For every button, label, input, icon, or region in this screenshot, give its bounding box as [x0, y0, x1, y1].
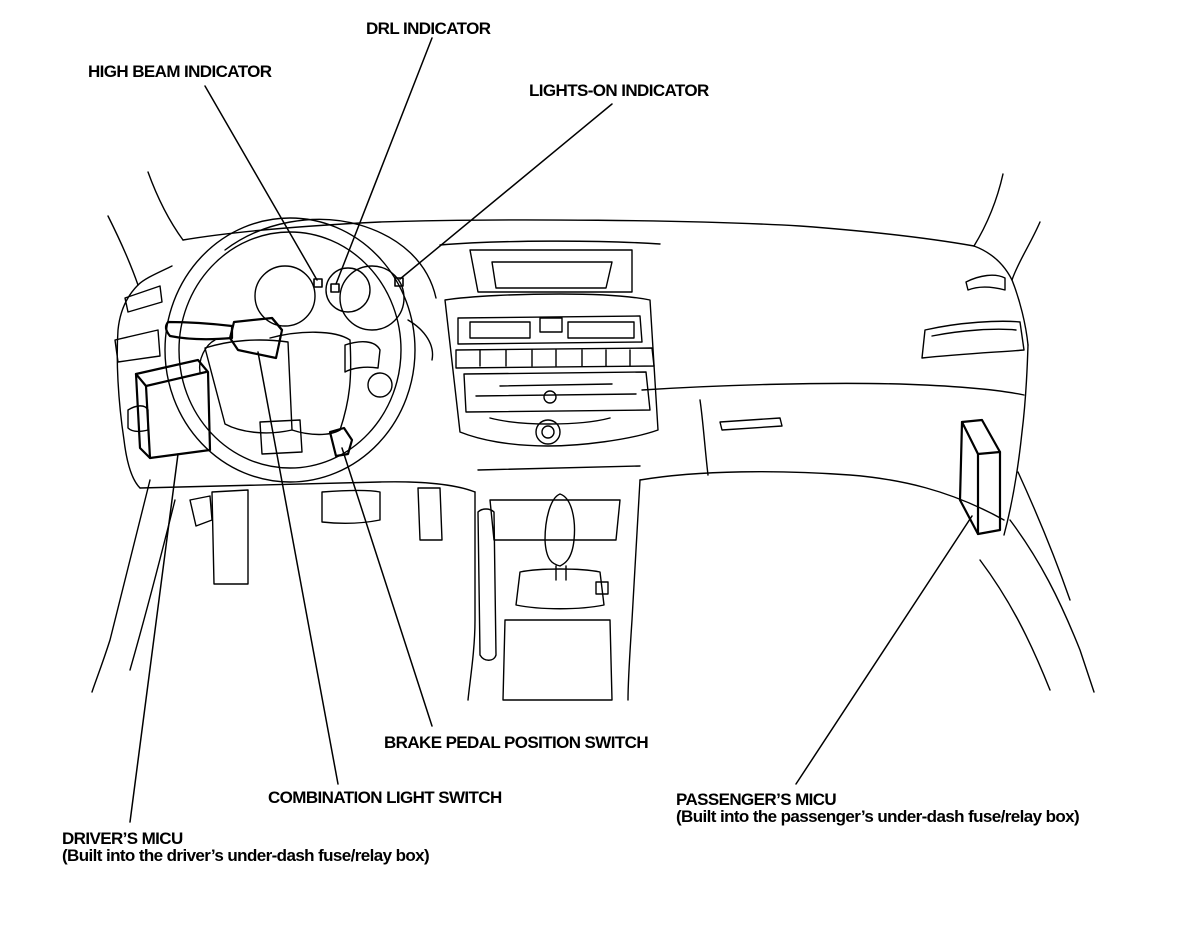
leader-combination-switch — [257, 351, 339, 785]
leader-drl — [335, 37, 433, 285]
high-beam-indicator-label: HIGH BEAM INDICATOR — [88, 62, 272, 81]
dashboard-outline — [114, 219, 1029, 536]
drivers-micu-note: (Built into the driver’s under-dash fuse… — [62, 846, 430, 865]
leader-drivers-micu — [129, 453, 179, 823]
drl-indicator-square — [330, 283, 340, 293]
drivers-micu-box — [134, 358, 212, 460]
a-pillars — [107, 171, 1041, 286]
combination-light-switch-label: COMBINATION LIGHT SWITCH — [268, 788, 502, 807]
leader-lights-on — [399, 103, 613, 280]
center-stack — [439, 240, 661, 701]
steering-wheel — [164, 217, 437, 483]
combination-light-switch-stalk — [164, 320, 234, 341]
high-beam-indicator-square — [313, 278, 323, 288]
highlighted-components — [134, 277, 1002, 536]
passengers-micu-note: (Built into the passenger’s under-dash f… — [676, 807, 1080, 826]
leader-lines — [129, 37, 973, 823]
brake-pedal-position-switch-label: BRAKE PEDAL POSITION SWITCH — [384, 733, 649, 752]
lights-on-indicator-square — [394, 277, 404, 287]
passengers-micu-box — [958, 418, 1002, 536]
floor-trim — [91, 471, 1095, 693]
leader-high-beam — [204, 85, 318, 281]
drivers-micu-label: DRIVER’S MICU (Built into the driver’s u… — [62, 829, 430, 865]
brake-pedal-position-switch-shape — [328, 426, 354, 458]
drl-indicator-label: DRL INDICATOR — [366, 19, 491, 38]
drivers-micu-title: DRIVER’S MICU — [62, 829, 183, 848]
leader-brake-pedal — [341, 447, 433, 727]
leader-passengers-micu — [795, 515, 973, 785]
passengers-micu-label: PASSENGER’S MICU (Built into the passeng… — [676, 790, 1080, 826]
lights-on-indicator-label: LIGHTS-ON INDICATOR — [529, 81, 709, 100]
passengers-micu-title: PASSENGER’S MICU — [676, 790, 837, 809]
